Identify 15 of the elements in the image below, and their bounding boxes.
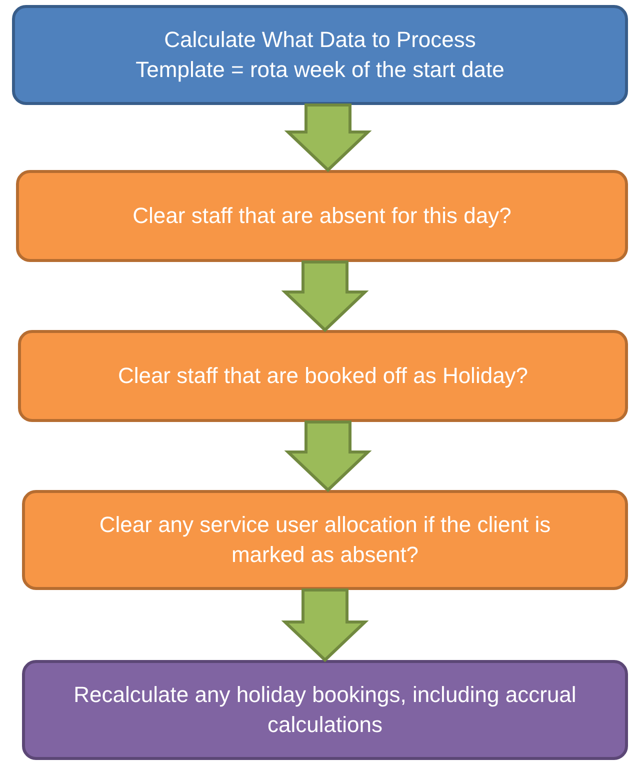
box-text: Clear staff that are absent for this day? — [132, 202, 512, 230]
process-box — [22, 660, 628, 760]
box-text: Clear staff that are booked off as Holiday? — [118, 362, 528, 390]
block-arrow — [281, 588, 369, 662]
box-text: Recalculate any holiday bookings, including accrual calculations — [72, 681, 578, 739]
process-box — [16, 170, 628, 262]
process-box — [22, 490, 628, 590]
block-arrow — [281, 260, 369, 332]
process-box — [12, 5, 628, 105]
block-arrow — [284, 104, 372, 172]
box-text: Clear any service user allocation if the client is marked as absent? — [98, 511, 552, 569]
box-text: Calculate What Data to Process — [164, 26, 476, 54]
process-box — [18, 330, 628, 422]
block-arrow — [284, 420, 372, 492]
box-text: Template = rota week of the start date — [136, 56, 504, 84]
